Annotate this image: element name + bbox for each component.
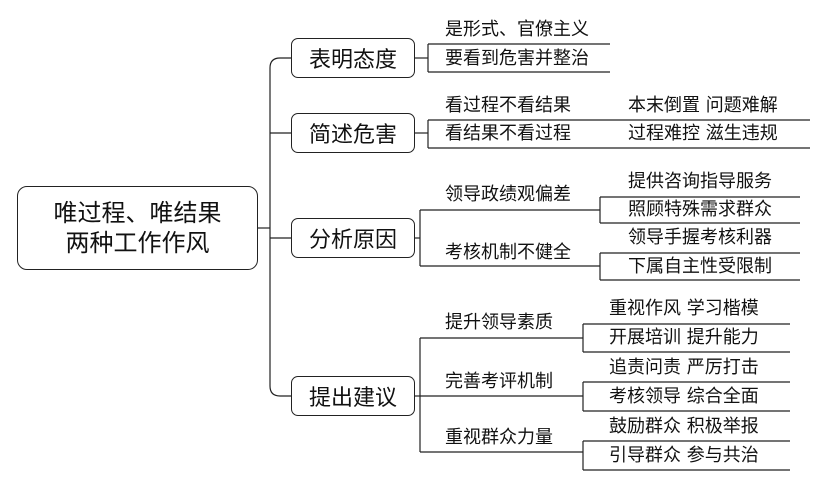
node-stance-2[interactable]: 要看到危害并整治 <box>445 48 589 69</box>
node-harm-1-leaf[interactable]: 本末倒置 问题难解 <box>628 95 778 116</box>
root-title-line1: 唯过程、唯结果 <box>53 199 222 227</box>
node-stance-1[interactable]: 是形式、官僚主义 <box>445 19 589 40</box>
node-suggest-2-leaf-1[interactable]: 追责问责 严厉打击 <box>609 357 759 378</box>
node-cause-1-leaf-2[interactable]: 照顾特殊需求群众 <box>628 199 772 220</box>
node-suggest-1[interactable]: 提升领导素质 <box>445 312 553 333</box>
branch-cause[interactable]: 分析原因 <box>291 218 415 258</box>
node-suggest-2[interactable]: 完善考评机制 <box>445 371 553 392</box>
branch-suggestion[interactable]: 提出建议 <box>291 376 415 416</box>
node-suggest-2-leaf-2[interactable]: 考核领导 综合全面 <box>609 386 759 407</box>
branch-harm-label: 简述危害 <box>308 123 397 148</box>
node-cause-1-leaf-1[interactable]: 提供咨询指导服务 <box>628 171 772 192</box>
node-harm-2-leaf[interactable]: 过程难控 滋生违规 <box>628 123 778 144</box>
node-suggest-3-leaf-1[interactable]: 鼓励群众 积极举报 <box>609 416 759 437</box>
node-cause-2-leaf-2[interactable]: 下属自主性受限制 <box>628 256 772 277</box>
node-cause-1[interactable]: 领导政绩观偏差 <box>445 184 571 205</box>
root-topic[interactable]: 唯过程、唯结果 两种工作作风 <box>17 186 258 270</box>
root-title-line2: 两种工作作风 <box>65 229 210 257</box>
node-harm-1[interactable]: 看过程不看结果 <box>445 95 571 116</box>
node-suggest-3-leaf-2[interactable]: 引导群众 参与共治 <box>609 445 759 466</box>
branch-stance[interactable]: 表明态度 <box>291 38 415 78</box>
node-harm-2[interactable]: 看结果不看过程 <box>445 123 571 144</box>
node-suggest-1-leaf-1[interactable]: 重视作风 学习楷模 <box>609 298 759 319</box>
branch-cause-label: 分析原因 <box>308 228 397 253</box>
node-cause-2[interactable]: 考核机制不健全 <box>445 242 571 263</box>
branch-suggestion-label: 提出建议 <box>308 386 397 411</box>
node-suggest-3[interactable]: 重视群众力量 <box>445 427 553 448</box>
node-suggest-1-leaf-2[interactable]: 开展培训 提升能力 <box>609 327 759 348</box>
branch-stance-label: 表明态度 <box>308 48 397 73</box>
branch-harm[interactable]: 简述危害 <box>291 113 415 153</box>
node-cause-2-leaf-1[interactable]: 领导手握考核利器 <box>628 227 772 248</box>
